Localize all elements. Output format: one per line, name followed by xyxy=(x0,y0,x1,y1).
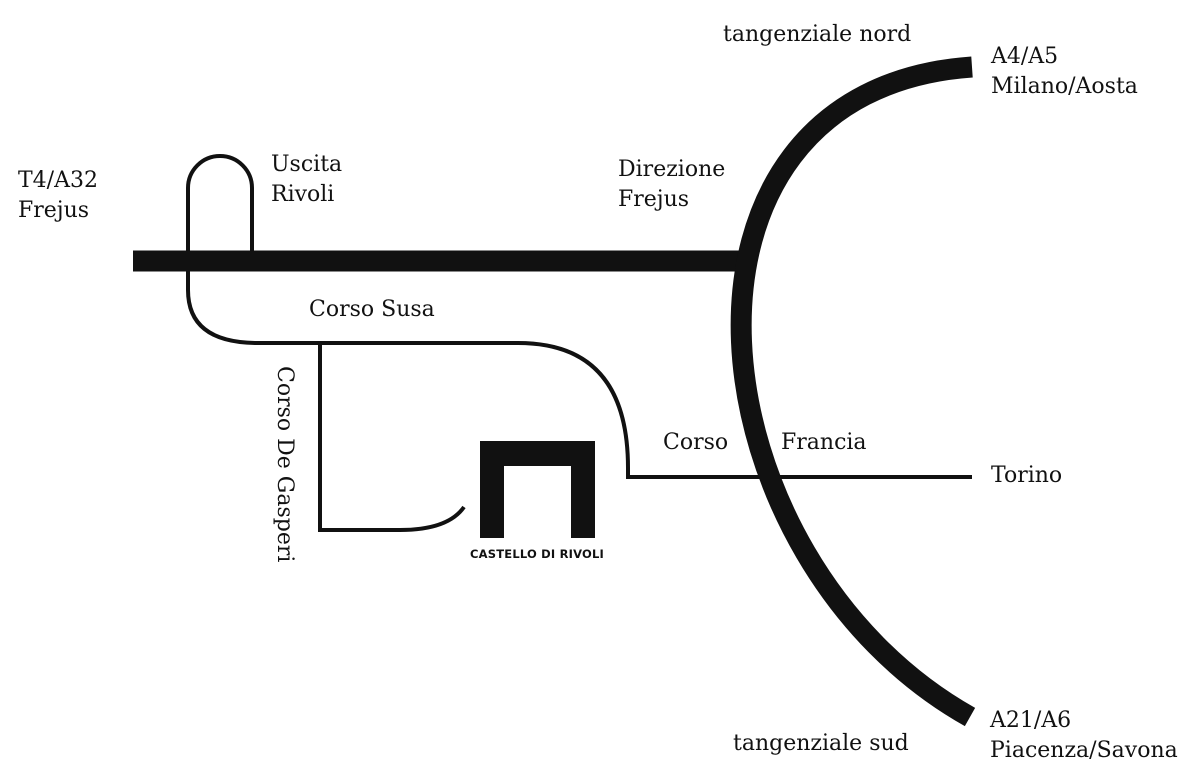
road-corso-de-gasperi xyxy=(318,343,466,532)
label-north-destination-line2: Milano/Aosta xyxy=(991,74,1138,99)
label-north-destination: A4/A5 Milano/Aosta xyxy=(991,42,1138,102)
castle-icon xyxy=(480,441,595,538)
label-tangenziale-sud: tangenziale sud xyxy=(733,731,909,756)
exit-loop-rivoli xyxy=(186,154,259,345)
label-exit-rivoli: Uscita Rivoli xyxy=(271,150,342,210)
label-south-destination-line2: Piacenza/Savona xyxy=(990,738,1178,763)
castle-label: CASTELLO DI RIVOLI xyxy=(470,547,604,561)
label-south-destination-line1: A21/A6 xyxy=(990,708,1072,733)
label-direction-frejus: Direzione Frejus xyxy=(618,155,725,215)
label-corso-de-gasperi: Corso De Gasperi xyxy=(272,366,297,563)
label-exit-line2: Rivoli xyxy=(271,182,335,207)
label-west-destination-line2: Frejus xyxy=(18,198,90,223)
road-corso-susa xyxy=(258,341,630,477)
label-corso-francia-left: Corso xyxy=(663,430,729,455)
label-direction-line2: Frejus xyxy=(618,187,690,212)
tangenziale-ring xyxy=(730,56,976,727)
label-corso-francia-right: Francia xyxy=(781,430,867,455)
label-west-destination-line1: T4/A32 xyxy=(18,168,98,193)
label-direction-line1: Direzione xyxy=(618,157,726,182)
label-north-destination-line1: A4/A5 xyxy=(991,44,1059,69)
label-tangenziale-nord: tangenziale nord xyxy=(723,22,912,47)
label-corso-susa: Corso Susa xyxy=(309,297,435,322)
label-exit-line1: Uscita xyxy=(271,152,343,177)
label-torino: Torino xyxy=(991,463,1063,488)
label-west-destination: T4/A32 Frejus xyxy=(18,166,98,226)
label-south-destination: A21/A6 Piacenza/Savona xyxy=(990,706,1178,766)
